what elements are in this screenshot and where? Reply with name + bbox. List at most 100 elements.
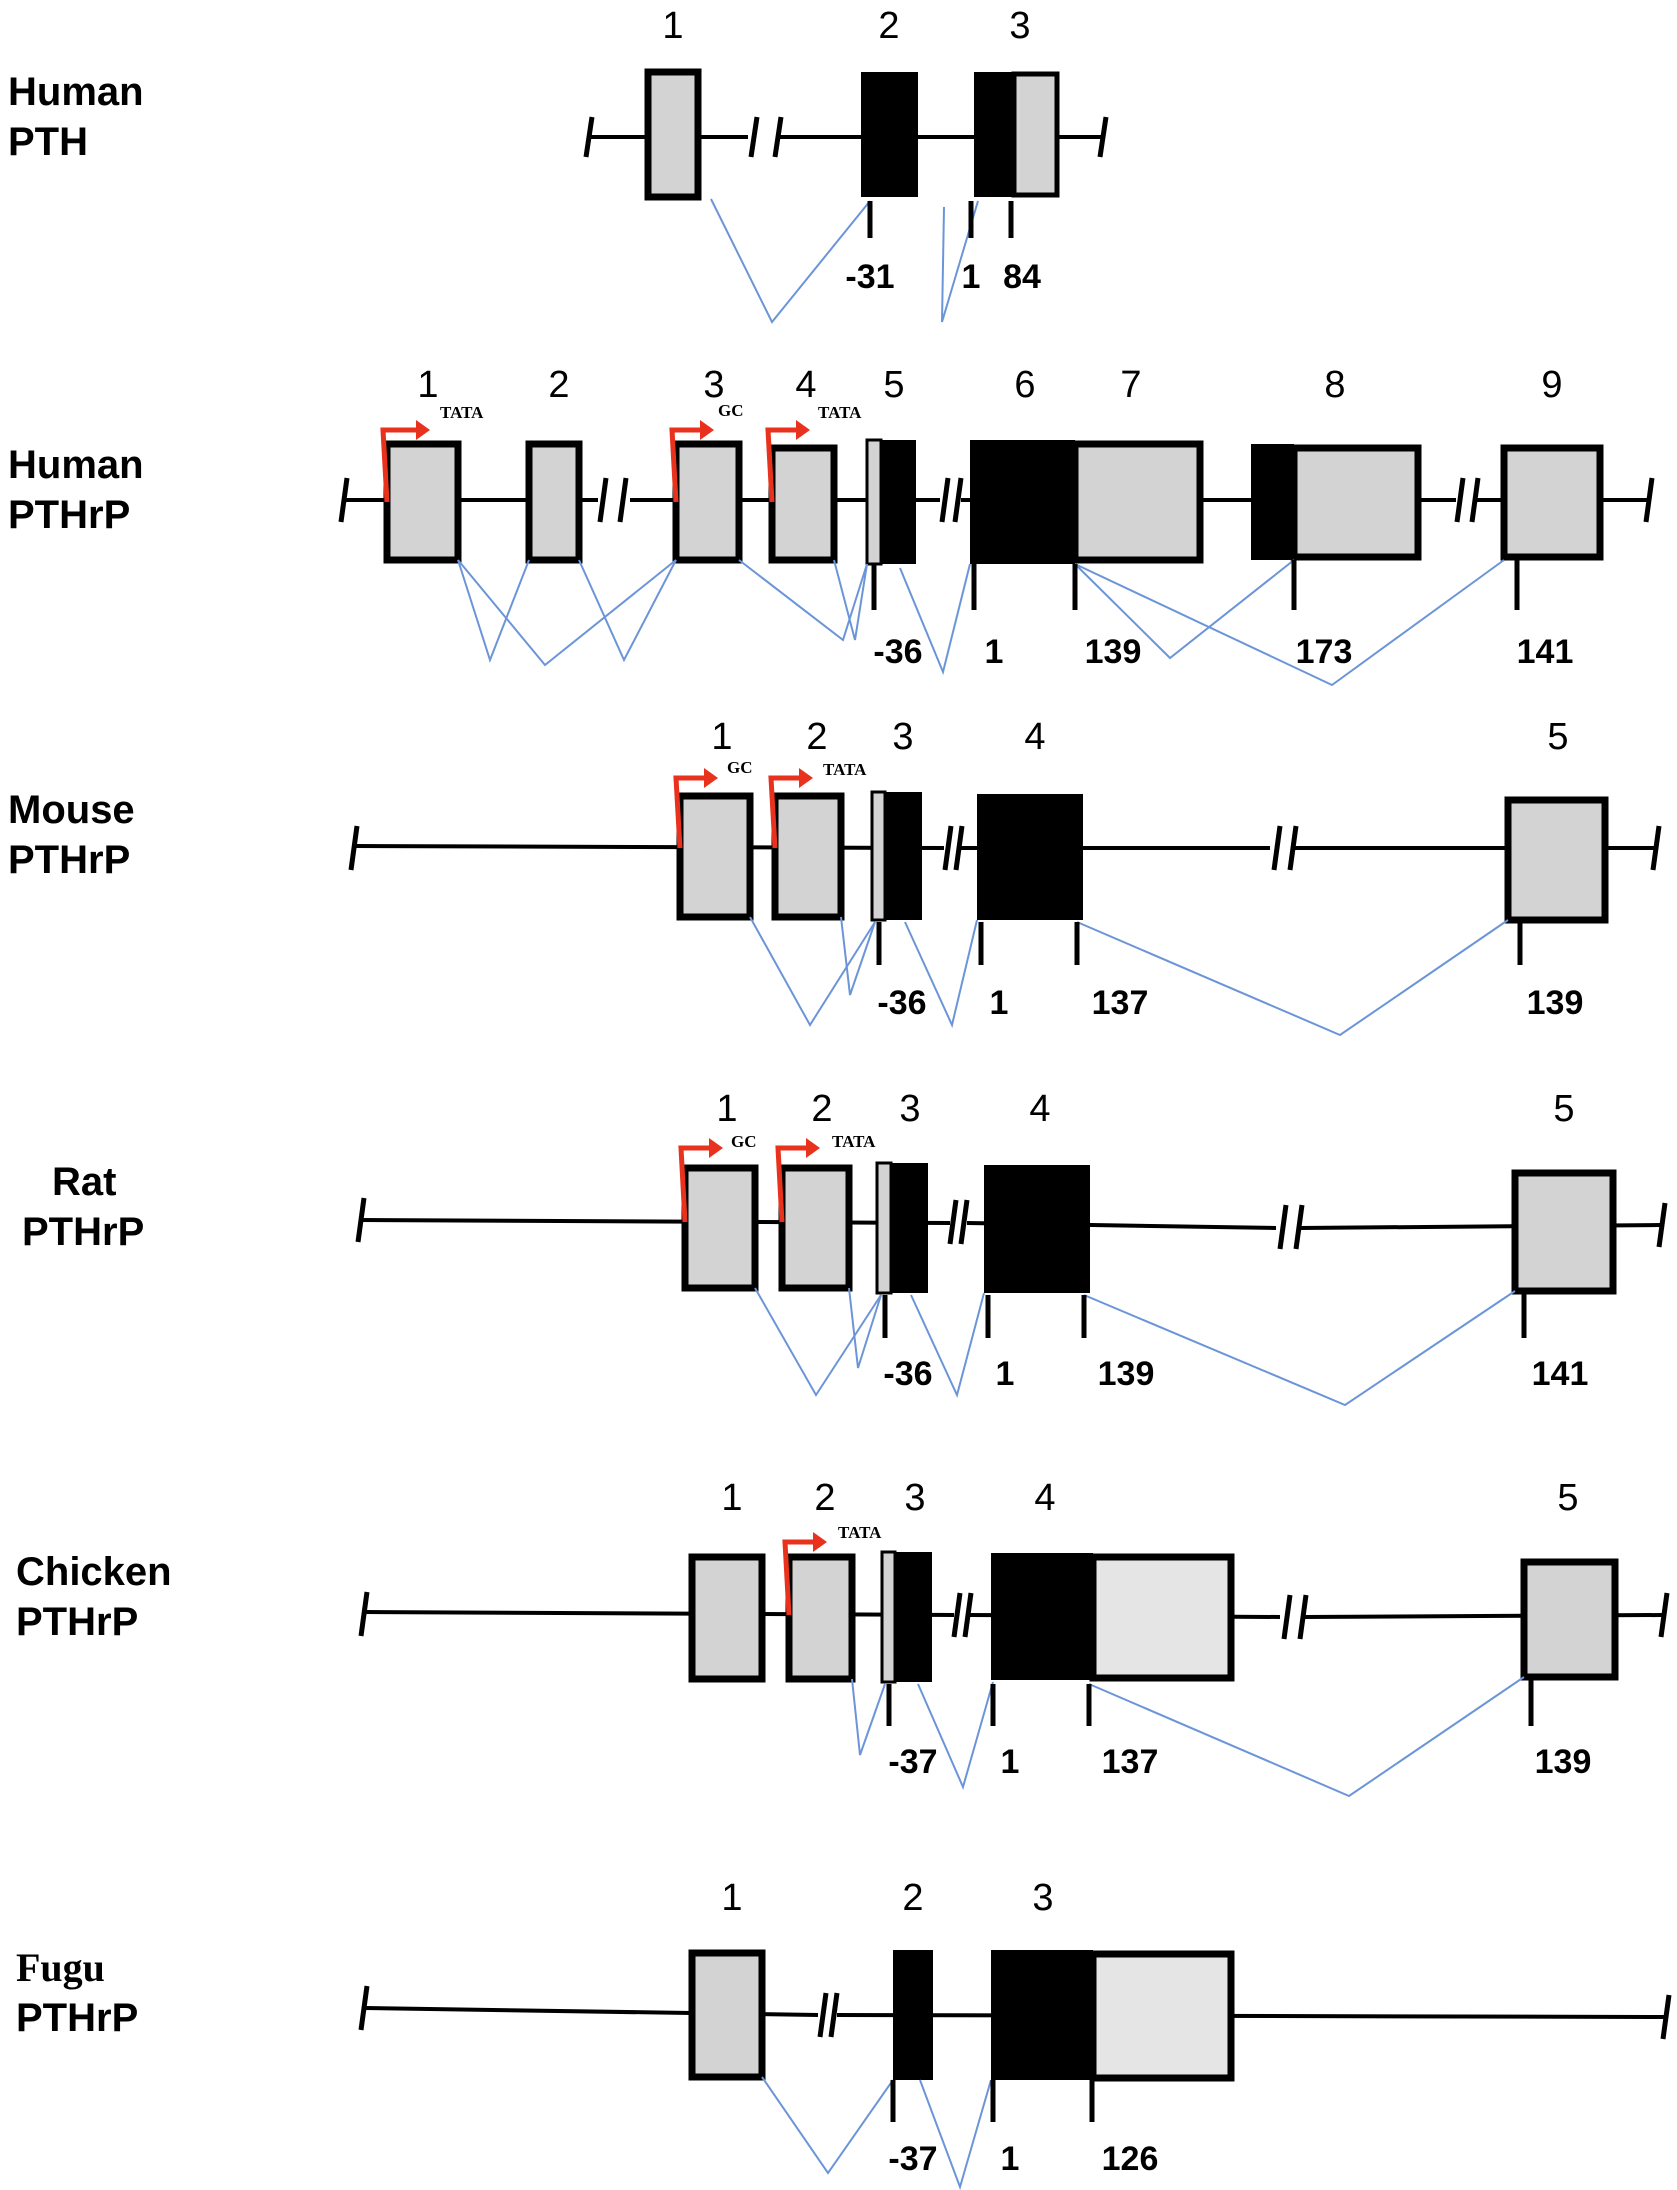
break-mark [942,825,954,871]
gene-end-tick [1658,1592,1670,1638]
gene-label-species: Human [8,443,144,487]
gene-line [836,2013,1666,2019]
position-label: 1 [990,984,1009,1022]
gene-label-species: Chicken [16,1550,172,1594]
exon-utr [1504,796,1609,924]
splice-line [761,2076,894,2175]
exon-number: 5 [1557,1477,1578,1519]
gene-end-tick [348,825,360,871]
exon-number: 4 [1024,716,1045,758]
gene-end-tick [1643,477,1655,523]
position-label: 173 [1296,633,1353,671]
break-mark [951,1592,963,1638]
exon-number: 1 [662,5,683,47]
splice-line [941,200,979,323]
promoter-label: TATA [832,1132,876,1151]
exon-coding [974,72,1014,197]
gene-label-gene: PTHrP [16,1996,138,2040]
gene-end-tick [583,116,595,158]
break-mark [1454,477,1466,523]
position-label: -31 [845,258,894,296]
gene-label-gene: PTH [8,120,88,164]
exon-coding [984,1165,1090,1293]
exon-utr-small [880,1550,897,1684]
exon-number: 2 [902,1877,923,1919]
exon-number: 4 [1034,1477,1055,1519]
exon-number: 8 [1324,364,1345,406]
break-mark [597,477,609,523]
promoter-arrow-head [416,420,430,440]
promoter-label: GC [731,1132,757,1151]
exon-utr [1089,1553,1235,1682]
promoter-label: GC [727,758,753,777]
exon-number: 4 [795,364,816,406]
promoter-arrow-head [796,420,810,440]
exon-coding [970,440,1075,564]
position-label: 126 [1102,2140,1159,2178]
break-mark [1293,1204,1305,1250]
splice-line [851,1678,886,1756]
gene-end-tick [355,1197,367,1243]
break-mark [958,1199,970,1245]
splice-line [833,559,868,641]
exon-utr [644,68,702,201]
promoter-arrow [380,427,418,503]
splice-line [910,1292,985,1398]
gene-end-tick [338,477,350,523]
promoter-label: TATA [823,760,867,779]
gene-label-species: Human [8,70,144,114]
exon-coding [1251,444,1294,560]
position-label: 84 [1003,258,1041,296]
position-label: -37 [888,1743,937,1781]
promoter-label: GC [718,401,744,420]
promoter-arrow [782,1539,815,1616]
gene-end-tick [1660,1994,1672,2040]
position-label: 141 [1532,1355,1589,1393]
position-label: 1 [985,633,1004,671]
exon-utr [525,440,583,564]
exon-number: 3 [899,1088,920,1130]
splice-line [1076,919,1509,1037]
gene-label-gene: PTHrP [8,838,130,882]
promoter-arrow-head [704,768,718,788]
gene-fugu-pthrp: Fugu PTHrP 1 2 3 -37 1 126 [16,1877,1672,2190]
splice-line [848,1287,882,1369]
exon-utr [1071,440,1204,564]
exon-utr [768,444,838,564]
exon-utr [383,440,462,564]
exon-number: 9 [1541,364,1562,406]
splice-line [1083,1290,1516,1407]
exon-number: 2 [878,5,899,47]
splice-line [917,1681,994,1790]
exon-utr [676,792,754,921]
exon-number: 5 [1547,716,1568,758]
splice-line [1074,559,1295,660]
exon-utr-small [870,790,887,922]
exon-utr [1011,71,1060,198]
gene-line [364,1610,955,1617]
exon-number: 1 [721,1477,742,1519]
position-label: -37 [888,2140,937,2178]
gene-end-tick [1097,116,1109,158]
gene-label-gene: PTHrP [22,1210,144,1254]
exon-utr [688,1553,766,1683]
exon-utr [778,1164,853,1292]
splice-line [919,2079,992,2190]
gene-rat-pthrp: Rat PTHrP GC TATA 1 2 3 4 5 [22,1088,1668,1407]
exon-number: 3 [703,364,724,406]
splice-line [738,559,868,642]
gene-line [354,844,945,850]
exon-number: 5 [883,364,904,406]
exon-number: 1 [721,1877,742,1919]
exon-coding [977,794,1083,920]
promoter-arrow [768,775,801,849]
exon-coding [861,72,918,197]
break-mark [1271,825,1283,871]
promoter-label: TATA [838,1523,882,1542]
exon-utr [688,1949,766,2081]
promoter-arrow [678,1145,711,1223]
position-label: 1 [1001,1743,1020,1781]
exon-coding [895,1552,932,1682]
exon-coding [991,1553,1093,1680]
exon-coding [893,1950,933,2080]
